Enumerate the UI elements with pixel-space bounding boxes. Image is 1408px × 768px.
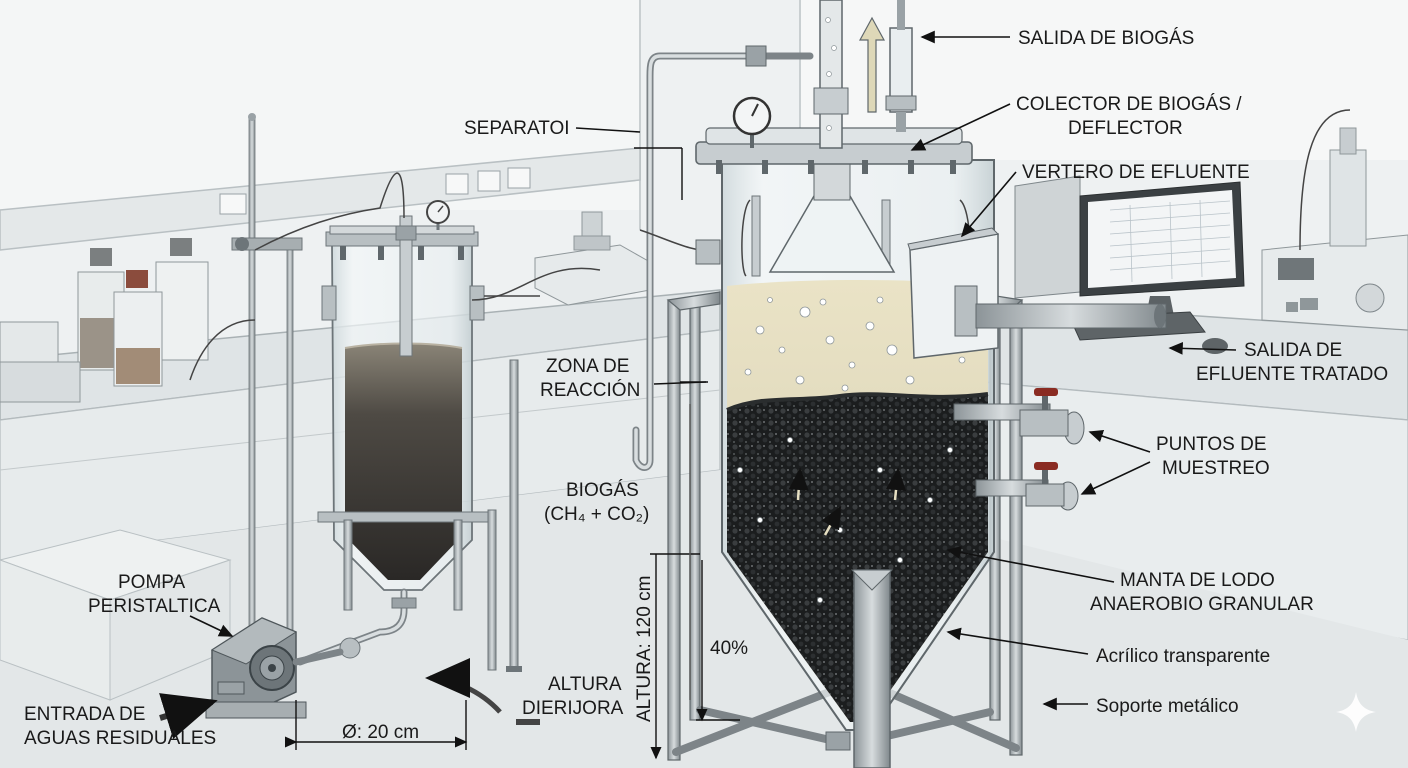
main-reactor <box>632 0 1167 768</box>
analyzer-instrument <box>1261 109 1408 331</box>
computer <box>1014 175 1245 354</box>
reagent-bottles <box>0 238 209 403</box>
effluent-weir <box>907 227 1167 359</box>
peristaltic-pump <box>205 617 344 719</box>
label-manta-1: MANTA DE LODO <box>1120 570 1275 591</box>
label-manta-2: ANAEROBIO GRANULAR <box>1090 594 1314 615</box>
label-zona-1: ZONA DE <box>546 356 629 377</box>
label-acrilico: Acrílico transparente <box>1096 646 1270 667</box>
label-pompa-1: POMPA <box>118 572 186 593</box>
sparkle-icon <box>1336 692 1376 732</box>
labels: SALIDA DE BIOGÁS COLECTOR DE BIOGÁS / DE… <box>24 28 1388 749</box>
small-reactor <box>189 113 601 707</box>
inlet-arrow <box>159 693 218 740</box>
label-entrada-2: AGUAS RESIDUALES <box>24 728 216 749</box>
label-altura-2: DIERIJORA <box>522 698 624 719</box>
label-zona-2: REACCIÓN <box>540 379 640 401</box>
label-puntos-2: MUESTREO <box>1162 458 1270 479</box>
biogas-bubbles <box>737 296 966 603</box>
label-colector-1: COLECTOR DE BIOGÁS / <box>1016 94 1242 115</box>
label-salida-efluente-1: SALIDA DE <box>1244 340 1342 361</box>
label-biogas-1: BIOGÁS <box>566 480 639 501</box>
label-entrada-1: ENTRADA DE <box>24 704 145 725</box>
sampling-ports <box>953 388 1085 511</box>
label-colector-2: DEFLECTOR <box>1068 118 1183 139</box>
label-porcentaje: 40% <box>710 638 748 659</box>
label-puntos-1: PUNTOS DE <box>1156 434 1267 455</box>
label-salida-biogas: SALIDA DE BIOGÁS <box>1018 28 1194 49</box>
callout-lines <box>189 30 1237 711</box>
label-pompa-2: PERISTALTICA <box>88 596 221 617</box>
label-soporte: Soporte metálico <box>1096 696 1239 717</box>
label-vertedero: VERTERO DE EFLUENTE <box>1022 162 1250 183</box>
dimension-lines <box>284 147 740 760</box>
label-biogas-2: (CH₄ + CO₂) <box>544 504 649 525</box>
label-salida-efluente-2: EFLUENTE TRATADO <box>1196 364 1388 385</box>
stirrer-equipment <box>534 211 651 306</box>
label-separador: SEPARATOI <box>464 118 570 139</box>
label-altura-1: ALTURA <box>548 674 622 695</box>
flow-arrow <box>425 658 502 714</box>
label-diametro: Ø: 20 cm <box>342 722 419 743</box>
label-altura-total: ALTURA: 120 cm <box>634 576 655 722</box>
